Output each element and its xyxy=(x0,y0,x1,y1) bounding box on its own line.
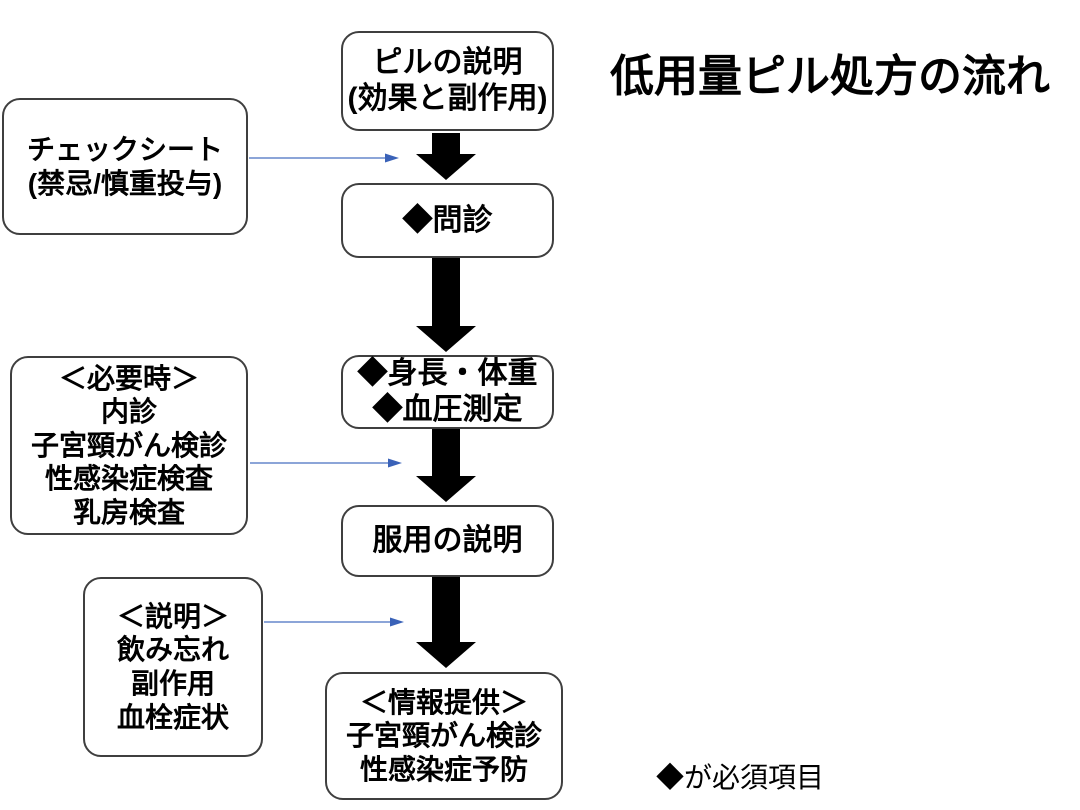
flow-step-interview: ◆問診 xyxy=(341,183,554,258)
side-note-line: チェックシート xyxy=(26,133,223,165)
side-note-line: ＜説明＞ xyxy=(116,600,229,632)
side-note-line: 飲み忘れ xyxy=(116,634,229,666)
flow-step-measurements: ◆身長・体重 ◆血圧測定 xyxy=(341,355,554,429)
side-note-line: 副作用 xyxy=(130,668,215,699)
required-items-legend: ◆が必須項目 xyxy=(656,762,825,793)
flow-arrow-down-icon xyxy=(416,258,476,352)
side-note-explanation: ＜説明＞ 飲み忘れ 副作用 血栓症状 xyxy=(83,577,263,757)
connector-arrow-explanation-icon xyxy=(264,617,404,627)
side-note-line: 乳房検査 xyxy=(72,496,185,528)
flow-step-line: ◆問診 xyxy=(402,203,493,237)
flow-step-information: ＜情報提供＞ 子宮頸がん検診 性感染症予防 xyxy=(325,672,563,800)
flow-step-line: (効果と副作用) xyxy=(347,82,548,115)
flow-step-line: ＜情報提供＞ xyxy=(359,686,528,718)
page-title: 低用量ピル処方の流れ xyxy=(610,52,1050,101)
connector-arrow-when-necessary-icon xyxy=(250,458,402,468)
side-note-check-sheet: チェックシート (禁忌/慎重投与) xyxy=(2,98,248,235)
flow-step-pill-explanation: ピルの説明 (効果と副作用) xyxy=(341,31,554,131)
flow-arrow-down-icon xyxy=(416,577,476,668)
side-note-line: 内診 xyxy=(100,396,157,428)
side-note-line: 血栓症状 xyxy=(116,701,229,733)
side-note-when-necessary: ＜必要時＞ 内診 子宮頸がん検診 性感染症検査 乳房検査 xyxy=(10,356,248,535)
flow-step-line: 服用の説明 xyxy=(372,524,523,557)
flow-arrow-down-icon xyxy=(416,429,476,502)
side-note-line: 子宮頸がん検診 xyxy=(30,429,227,461)
flow-step-line: ピルの説明 xyxy=(372,46,523,79)
side-note-line: (禁忌/慎重投与) xyxy=(27,167,223,199)
flow-arrow-down-icon xyxy=(416,133,476,180)
side-note-line: 性感染症検査 xyxy=(44,463,213,495)
flow-step-line: ◆身長・体重 xyxy=(357,357,538,390)
side-note-line: ＜必要時＞ xyxy=(58,362,199,394)
connector-arrow-check-sheet-icon xyxy=(249,153,399,163)
flow-step-line: 性感染症予防 xyxy=(359,753,528,785)
flow-step-line: 子宮頸がん検診 xyxy=(345,720,542,752)
flow-step-dosage-explanation: 服用の説明 xyxy=(341,505,554,577)
flow-step-line: ◆血圧測定 xyxy=(372,393,523,426)
